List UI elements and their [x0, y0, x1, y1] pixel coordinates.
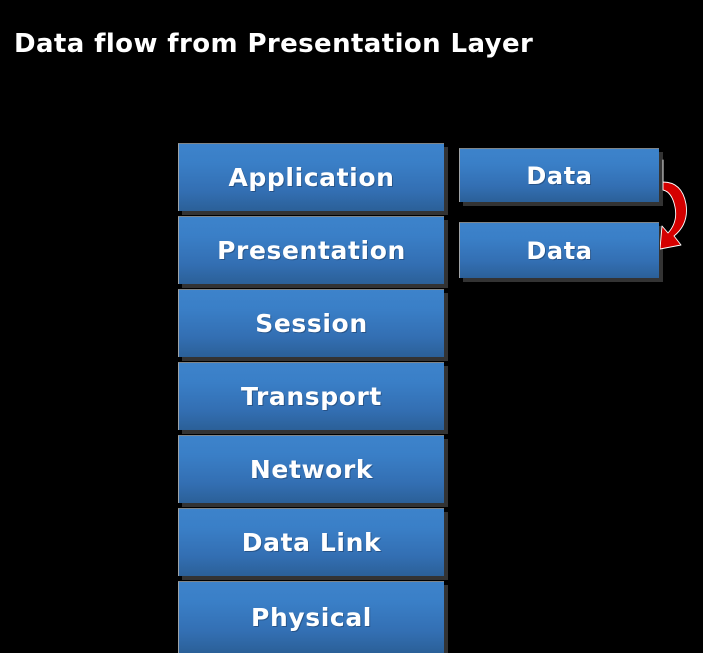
packet-box-presentation[interactable]: Data	[459, 222, 659, 278]
packet-label: Data	[526, 236, 593, 265]
packet-box-application[interactable]: Data	[459, 148, 659, 202]
osi-layer-transport[interactable]: Transport	[178, 362, 444, 430]
osi-layer-label: Presentation	[217, 236, 406, 265]
osi-layer-physical[interactable]: Physical	[178, 581, 444, 653]
osi-layer-label: Data Link	[241, 528, 382, 557]
page-title: Data flow from Presentation Layer	[14, 29, 534, 59]
arrow-shape	[660, 159, 687, 250]
osi-layer-label: Session	[255, 309, 368, 338]
osi-layer-label: Transport	[241, 382, 382, 411]
curved-down-arrow-icon	[660, 159, 687, 250]
osi-layer-label: Application	[228, 163, 395, 192]
osi-layer-label: Physical	[251, 603, 372, 632]
packet-label: Data	[526, 161, 593, 190]
osi-layer-network[interactable]: Network	[178, 435, 444, 503]
osi-layer-application[interactable]: Application	[178, 143, 444, 211]
osi-layer-data-link[interactable]: Data Link	[178, 508, 444, 576]
osi-layer-session[interactable]: Session	[178, 289, 444, 357]
osi-layer-label: Network	[249, 455, 374, 484]
osi-layer-presentation[interactable]: Presentation	[178, 216, 444, 284]
